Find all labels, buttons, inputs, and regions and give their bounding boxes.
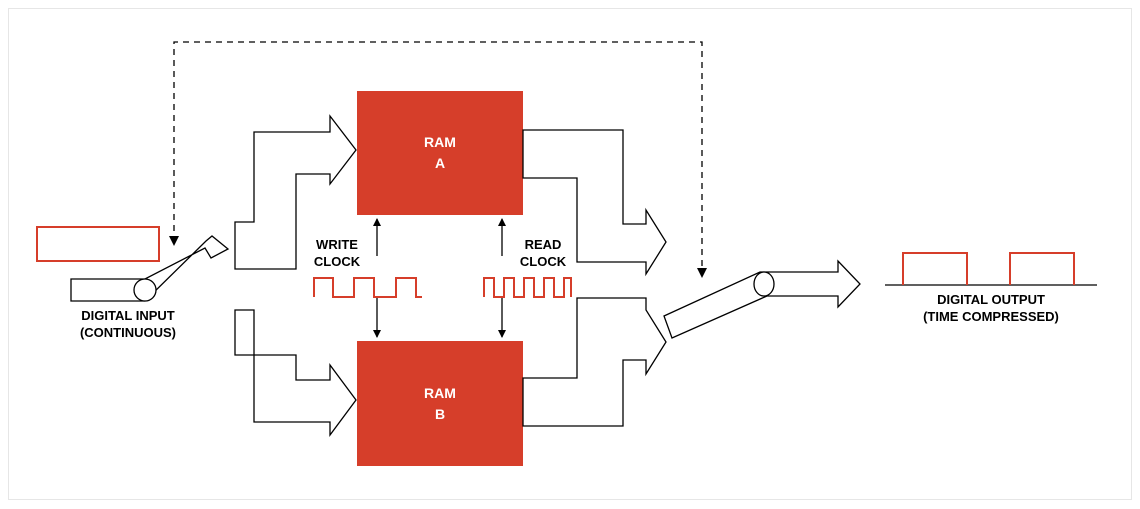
diagram-frame [8, 8, 1132, 500]
input-split-outer [234, 114, 357, 270]
input-label-line2: (CONTINUOUS) [80, 325, 176, 340]
output-pulse-2 [1009, 252, 1075, 285]
ram-b-block [357, 341, 523, 466]
write-clock-label-line2: CLOCK [314, 254, 361, 269]
input-pipe-end [133, 278, 157, 302]
dashed-arrowhead-input [169, 236, 179, 246]
ram-a-block [357, 91, 523, 215]
read-clock-label-line2: CLOCK [520, 254, 567, 269]
dashed-control-line [173, 41, 703, 274]
ram-b-label-line2: B [435, 406, 445, 422]
output-label-line1: DIGITAL OUTPUT [937, 292, 1045, 307]
read-clock-waveform [483, 277, 572, 298]
dashed-arrowhead-output [697, 268, 707, 278]
output-merge-lower [522, 297, 667, 427]
input-pipe [70, 235, 230, 302]
ram-a-label-line1: RAM [424, 134, 456, 150]
output-pipe-end [753, 271, 775, 297]
write-clock-waveform [313, 277, 422, 298]
output-merge-upper [522, 129, 667, 277]
ram-a-label-line2: A [435, 155, 445, 171]
write-clock-label-line1: WRITE [316, 237, 358, 252]
output-pulse-1 [902, 252, 968, 285]
output-pipe [663, 259, 861, 339]
input-signal-rect [36, 226, 160, 262]
read-clock-label-line1: READ [525, 237, 562, 252]
output-label-line2: (TIME COMPRESSED) [923, 309, 1059, 324]
input-label-line1: DIGITAL INPUT [81, 308, 174, 323]
ram-b-label-line1: RAM [424, 385, 456, 401]
input-split-lower [234, 309, 357, 437]
